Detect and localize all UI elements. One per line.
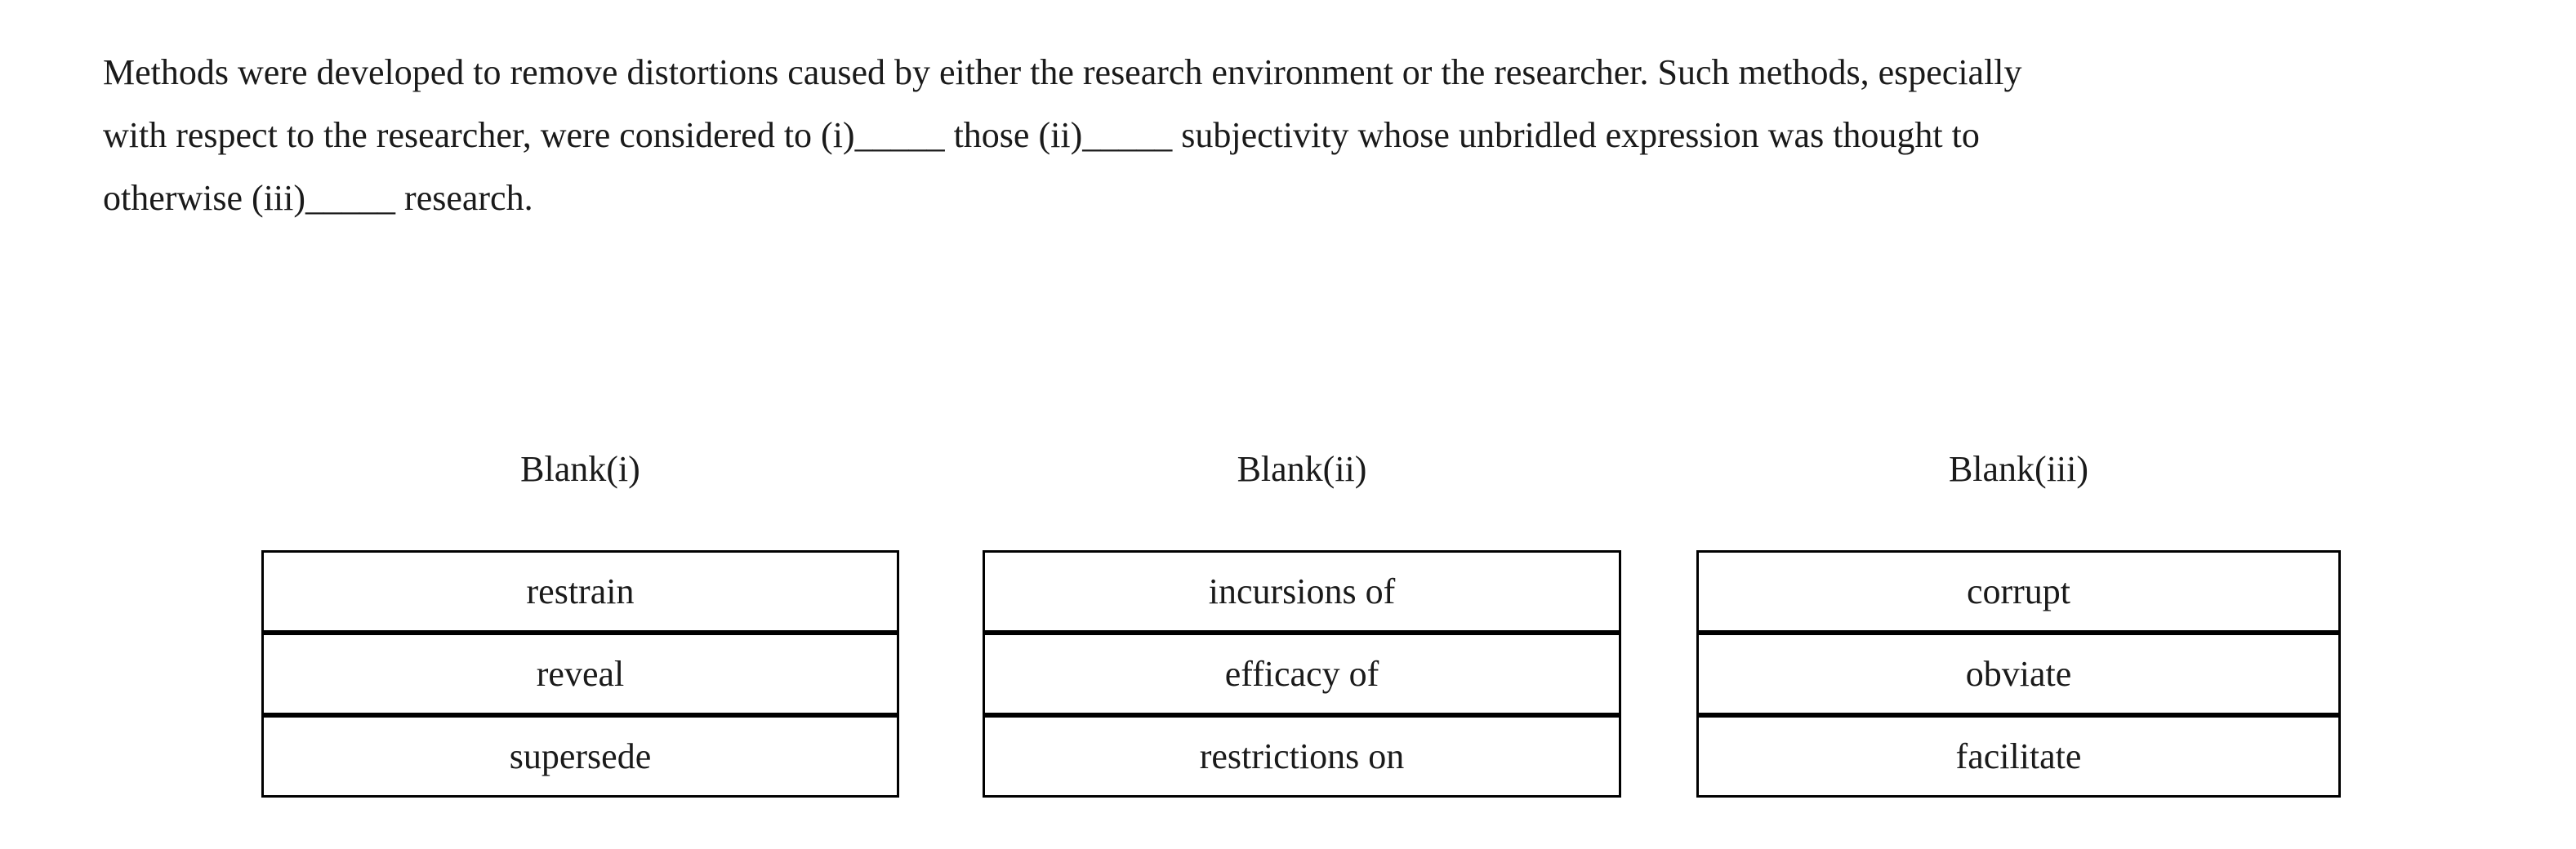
question-line-1: Methods were developed to remove distort… [103,52,2022,92]
blank-iii-header: Blank(iii) [1948,449,2089,489]
question-line-3: otherwise (iii)_____ research. [103,178,533,218]
option-cell-iii-2[interactable]: obviate [1696,633,2341,715]
option-cell-ii-3[interactable]: restrictions on [983,715,1621,798]
blank-i-column: Blank(i) restrain reveal supersede [261,445,899,798]
blank-ii-column: Blank(ii) incursions of efficacy of rest… [983,445,1621,798]
blank-iii-column: Blank(iii) corrupt obviate facilitate [1696,445,2341,798]
blank-iii-options-table: corrupt obviate facilitate [1696,550,2341,798]
option-cell-iii-3[interactable]: facilitate [1696,715,2341,798]
blank-ii-header: Blank(ii) [1237,449,1367,489]
question-line-2: with respect to the researcher, were con… [103,115,1980,155]
blank-ii-options-table: incursions of efficacy of restrictions o… [983,550,1621,798]
blank-i-options-table: restrain reveal supersede [261,550,899,798]
option-cell-ii-1[interactable]: incursions of [983,550,1621,633]
option-cell-i-1[interactable]: restrain [261,550,899,633]
blank-i-header: Blank(i) [520,449,640,489]
option-cell-iii-1[interactable]: corrupt [1696,550,2341,633]
option-cell-i-3[interactable]: supersede [261,715,899,798]
question-text: Methods were developed to remove distort… [103,41,2488,229]
option-cell-ii-2[interactable]: efficacy of [983,633,1621,715]
option-cell-i-2[interactable]: reveal [261,633,899,715]
